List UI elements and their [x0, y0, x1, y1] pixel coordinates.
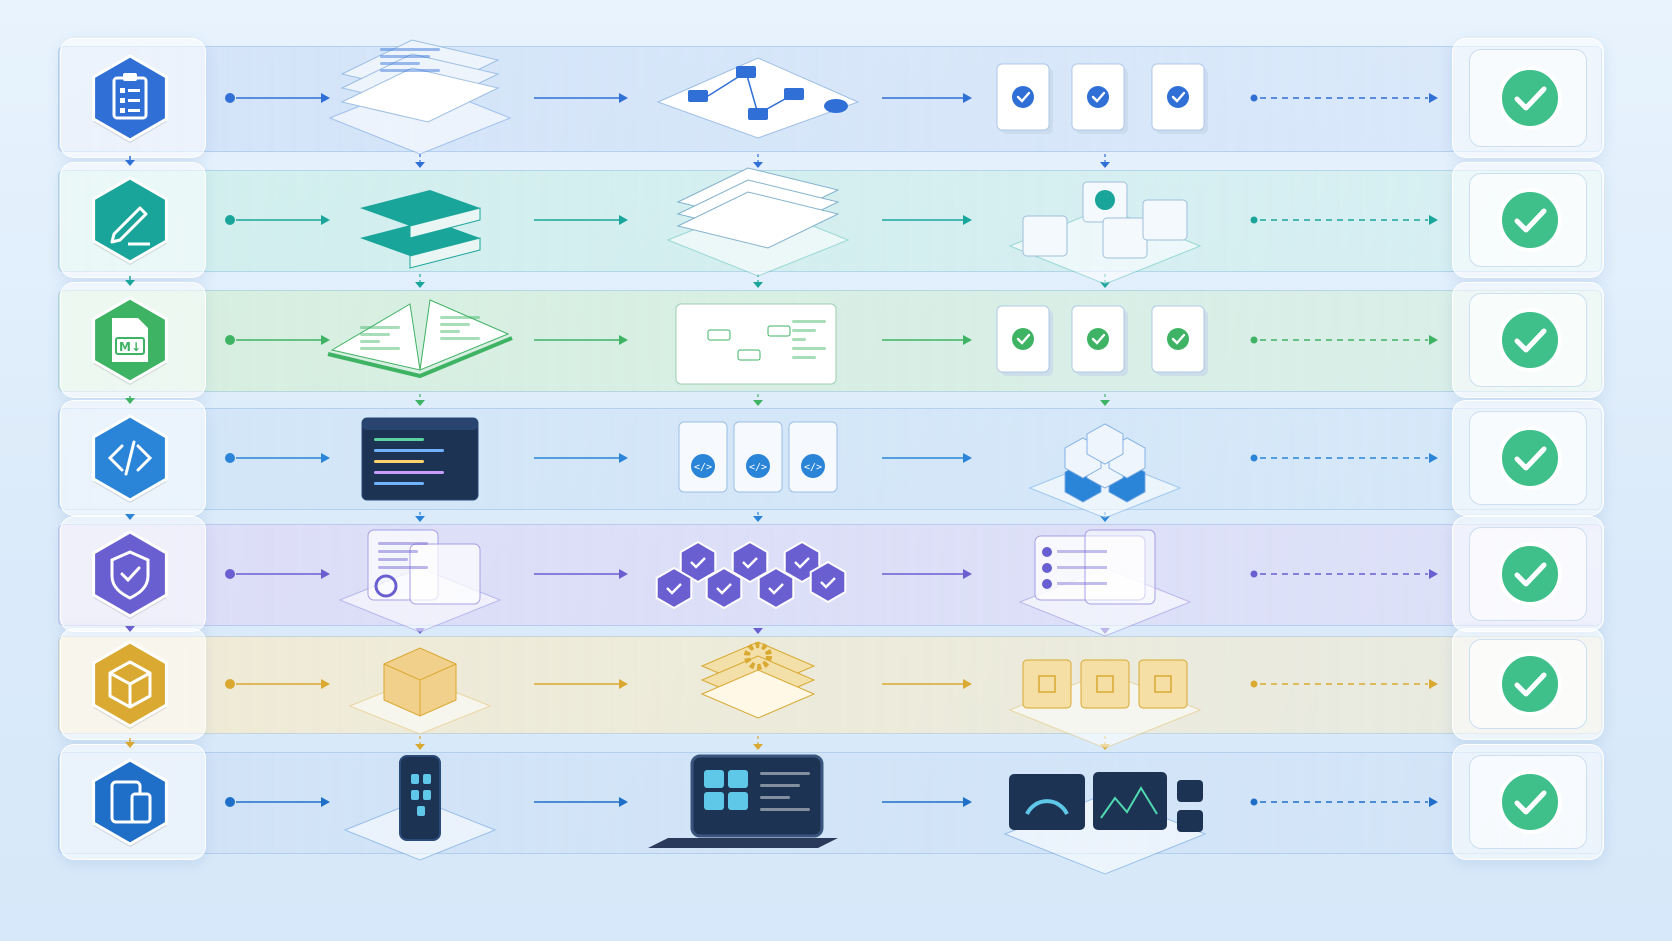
approved-pages-icon	[996, 305, 1208, 376]
check-circle-icon	[1498, 542, 1562, 606]
stage-band-deployment	[58, 752, 1602, 854]
process-diagram-icon	[675, 303, 837, 385]
flow-start-dot	[225, 453, 235, 463]
check-circle-icon	[1498, 66, 1562, 130]
stage-row-design	[92, 167, 1562, 288]
stage-row-development: </> </> </>	[92, 414, 1562, 522]
svg-text:</>: </>	[804, 462, 822, 473]
code-modules-icon: </> </> </>	[678, 421, 838, 493]
hex-badge-planning	[92, 54, 168, 142]
tablet-keyboard-icon	[648, 754, 838, 848]
pencil-edit-icon	[110, 206, 150, 246]
checklist-panels-icon	[1018, 529, 1192, 637]
end-tile-packaging	[1452, 628, 1604, 740]
stage-band-design	[58, 170, 1602, 272]
flow-dot	[1250, 570, 1258, 578]
check-circle-icon	[1498, 770, 1562, 834]
cardboard-box-icon	[348, 647, 492, 735]
svg-text:M↓: M↓	[119, 340, 141, 354]
code-editor-icon	[361, 417, 479, 501]
verified-cards-icon	[996, 63, 1208, 134]
inspection-panels-icon	[338, 529, 502, 633]
flow-dot	[1250, 94, 1258, 102]
svg-text:</>: </>	[749, 462, 767, 473]
flow-start-dot	[225, 93, 235, 103]
stacked-books-icon	[360, 190, 481, 269]
check-circle-icon	[1498, 188, 1562, 252]
flow-start-dot	[225, 569, 235, 579]
smartphone-icon	[343, 755, 497, 861]
flow-dot	[1250, 454, 1258, 462]
flow-dot	[1250, 680, 1258, 688]
open-book-icon	[327, 299, 513, 379]
flow-dot	[1250, 216, 1258, 224]
hex-badge-testing	[92, 530, 168, 618]
module-blocks-icon	[1008, 181, 1202, 285]
code-brackets-icon	[107, 440, 153, 476]
monitoring-dashboard-icon	[1003, 772, 1207, 875]
flow-dot	[1250, 798, 1258, 806]
stage-row-planning	[92, 39, 1562, 168]
stage-row-packaging	[92, 640, 1562, 750]
hexagon-checks-icon	[655, 540, 847, 610]
package-box-icon	[108, 660, 152, 709]
cube-stack-icon	[1028, 423, 1182, 519]
stage-band-packaging	[58, 636, 1602, 734]
flow-start-dot	[225, 797, 235, 807]
flow-start-dot	[225, 679, 235, 689]
stage-row-testing	[92, 529, 1562, 637]
flow-dot	[1250, 336, 1258, 344]
stage-row-documentation: M↓	[92, 296, 1562, 406]
flowchart-board-icon	[656, 57, 860, 139]
flow-start-dot	[225, 215, 235, 225]
stage-row-deployment	[92, 754, 1562, 875]
check-circle-icon	[1498, 426, 1562, 490]
check-circle-icon	[1498, 652, 1562, 716]
devices-icon	[110, 780, 152, 824]
shipping-boxes-icon	[1008, 659, 1202, 749]
gear-layers-icon	[700, 641, 816, 719]
shield-check-icon	[110, 550, 150, 600]
stacked-documents-icon	[328, 39, 512, 155]
flow-start-dot	[225, 335, 235, 345]
check-circle-icon	[1498, 308, 1562, 372]
layered-wireframe-icon	[666, 167, 850, 277]
markdown-file-icon: M↓	[112, 318, 148, 362]
clipboard-checklist-icon	[112, 73, 148, 120]
svg-text:</>: </>	[694, 462, 712, 473]
